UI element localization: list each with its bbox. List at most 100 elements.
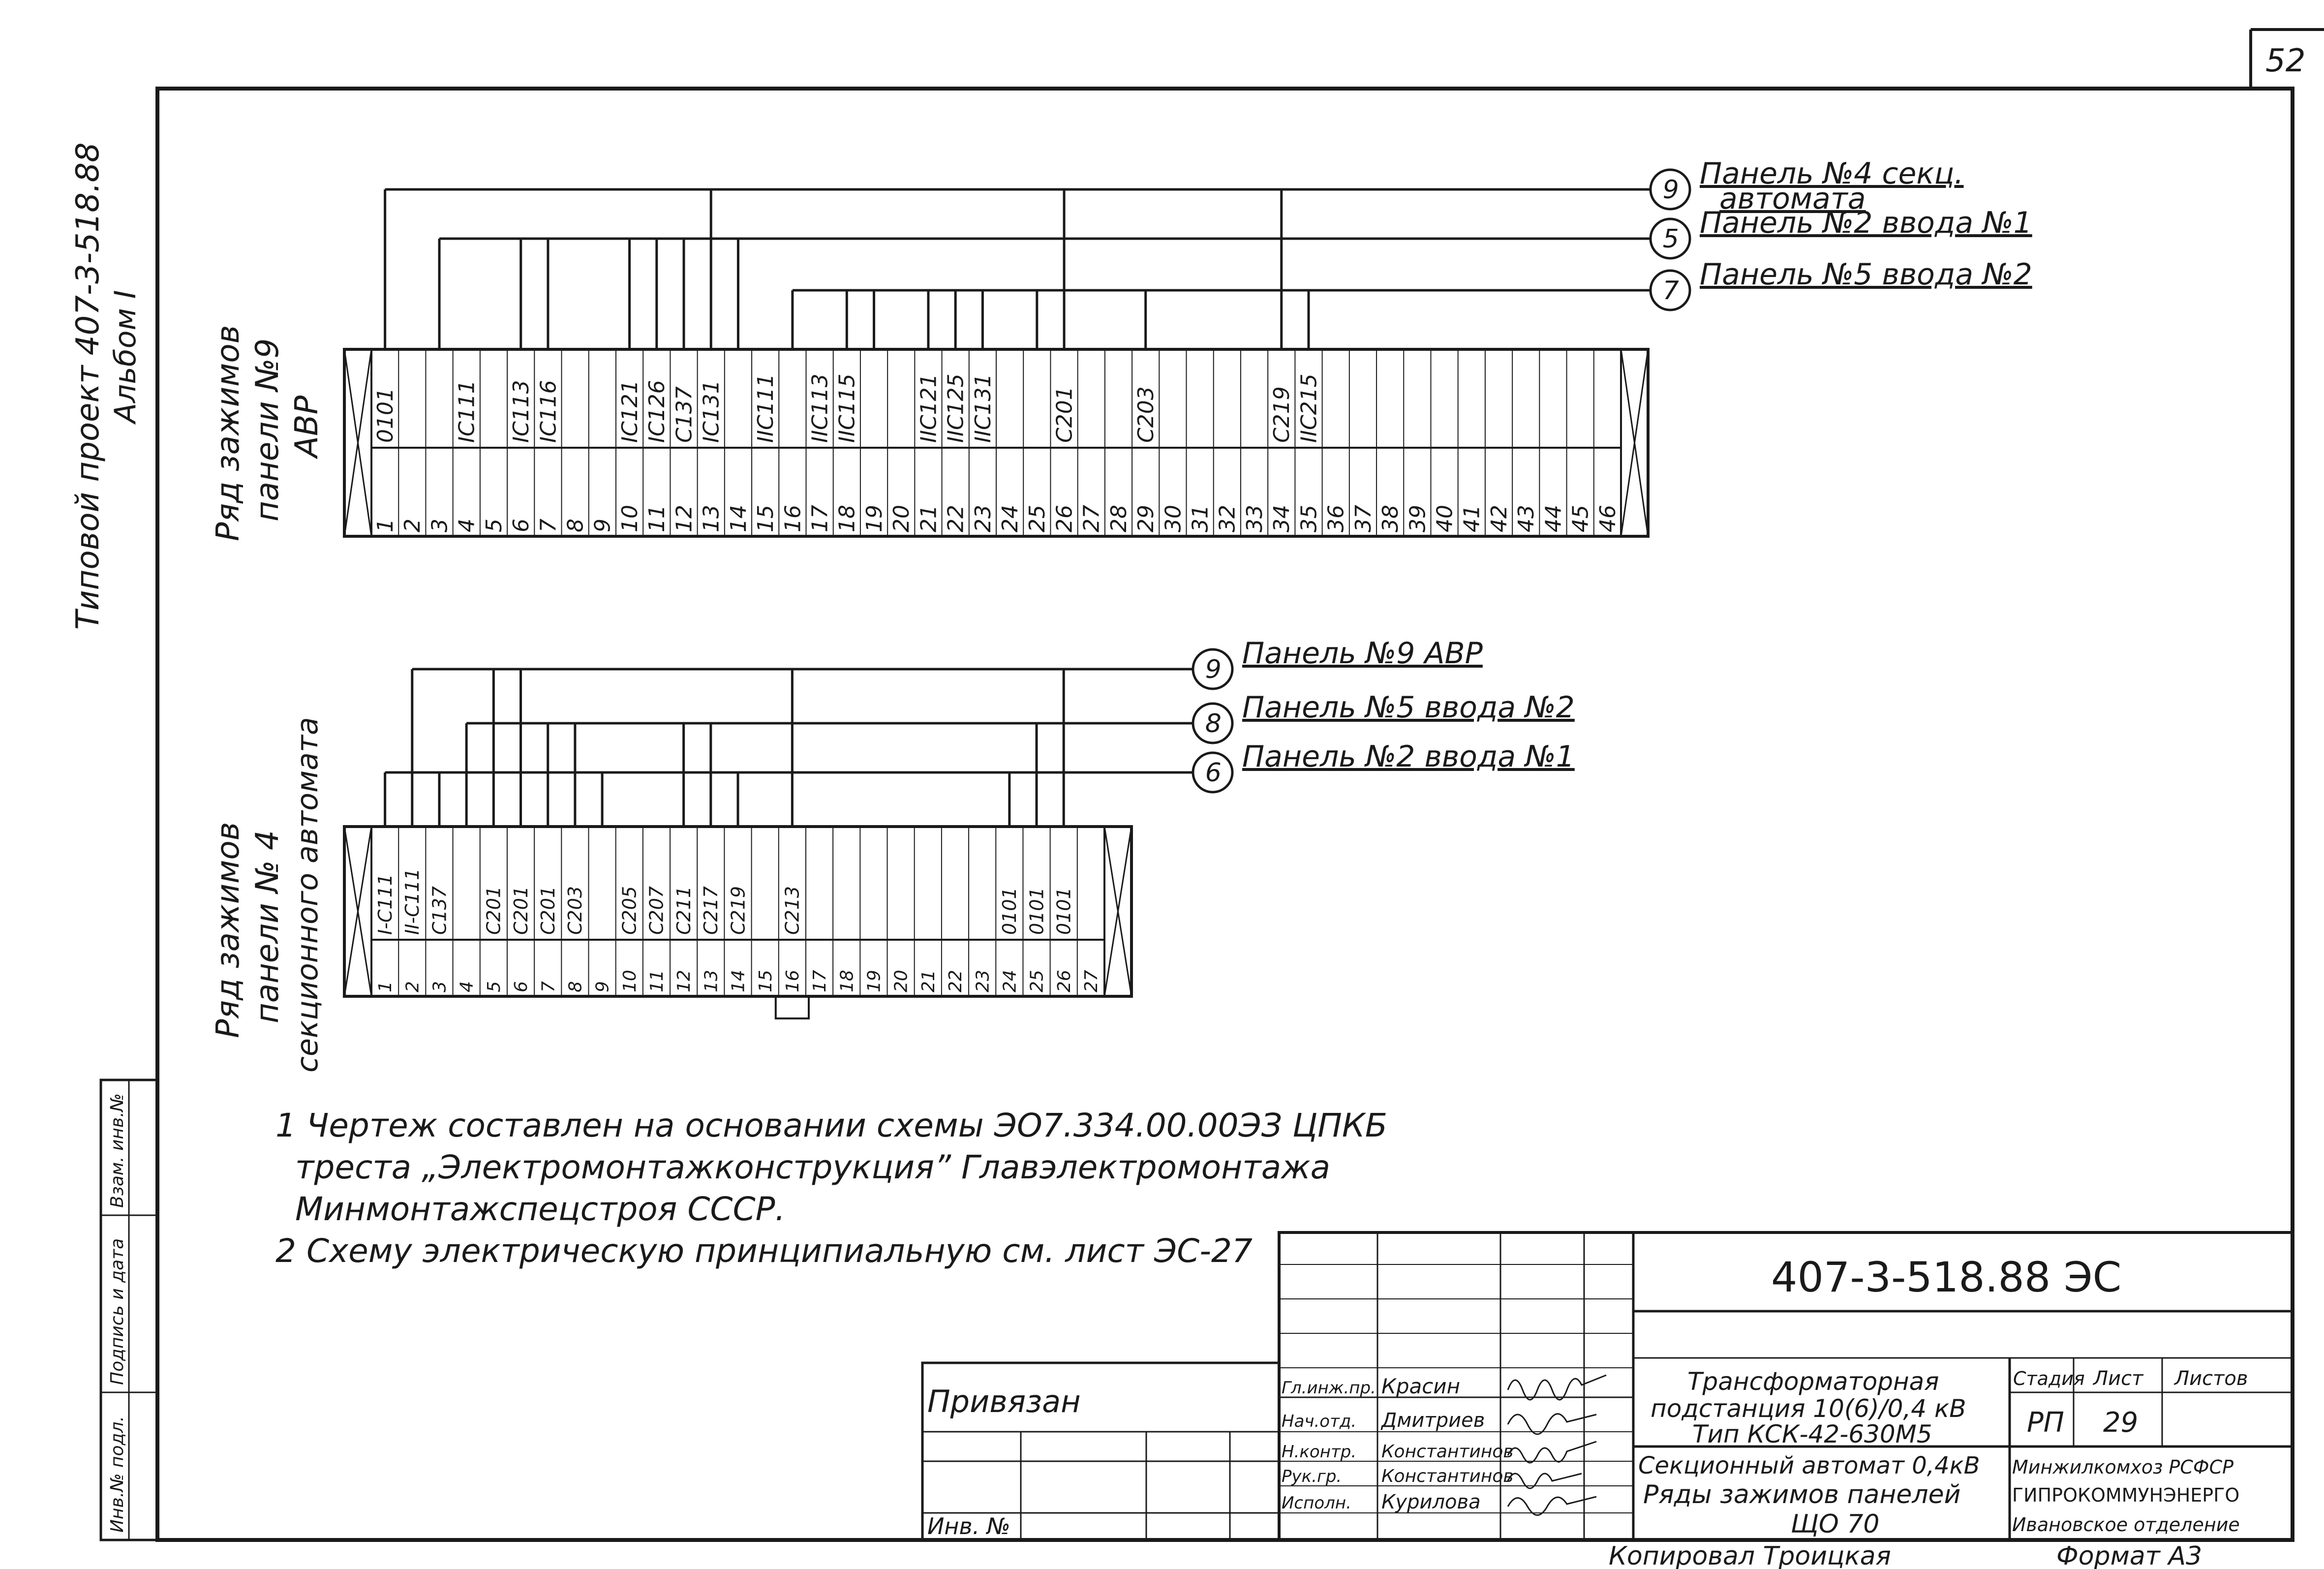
strip2-terminal-number: 8 bbox=[565, 981, 585, 992]
strip1-terminal-label: IIC115 bbox=[835, 373, 860, 443]
strip1-terminal-number: 6 bbox=[509, 519, 534, 532]
strip2-title-line2: панели № 4 bbox=[249, 830, 286, 1023]
strip1-terminal-number: 2 bbox=[400, 519, 425, 532]
sheet-line-3: ЩО 70 bbox=[1791, 1509, 1880, 1539]
strip1-terminal-number: 43 bbox=[1514, 505, 1539, 532]
strip1-terminal-number: 24 bbox=[998, 505, 1023, 532]
strip1-end-left-cross-b bbox=[343, 349, 372, 537]
strip1-terminal-number: 41 bbox=[1460, 505, 1485, 532]
strip1-terminal-label: IIC215 bbox=[1296, 373, 1321, 443]
role-2: Нач.отд. bbox=[1282, 1412, 1356, 1431]
strip1-terminal-number: 22 bbox=[944, 505, 969, 532]
role-4: Рук.гр. bbox=[1282, 1467, 1342, 1486]
strip1-terminal-label: IIC131 bbox=[971, 373, 996, 443]
strip2-terminal-number: 6 bbox=[511, 981, 531, 992]
strip2-cable-label: Панель №9 АВР bbox=[1242, 636, 1483, 671]
sheet-frame bbox=[155, 28, 2324, 1542]
strip1-terminal-number: 15 bbox=[753, 505, 778, 532]
strip2-terminal-label: C211 bbox=[673, 886, 695, 935]
strip1-title-line3: АВР bbox=[289, 395, 325, 460]
strip2-terminal-number: 20 bbox=[891, 970, 912, 992]
strip1-terminal-label: IC121 bbox=[617, 380, 642, 443]
strip2-cable-marker bbox=[1192, 702, 1234, 744]
strip2-terminal-label: C205 bbox=[619, 886, 641, 935]
strip1-terminal-number: 10 bbox=[617, 505, 642, 532]
name-2: Дмитриев bbox=[1380, 1409, 1485, 1432]
note-line-3: Минмонтажспецстроя СССР. bbox=[295, 1190, 785, 1228]
signatures bbox=[1507, 1374, 1607, 1516]
strip2-terminal-number: 10 bbox=[620, 970, 640, 992]
strip2-terminal-number: 25 bbox=[1027, 970, 1047, 992]
strip1-terminal-number: 14 bbox=[726, 505, 751, 532]
strip2-cable-label: Панель №5 ввода №2 bbox=[1242, 690, 1575, 725]
strip1-terminal-label: IIC113 bbox=[807, 373, 832, 443]
strip2-end-right-cross-b bbox=[1103, 826, 1132, 997]
org-line-2: ГИПРОКОММУНЭНЕРГО bbox=[2012, 1484, 2239, 1506]
strip1-terminal-number: 19 bbox=[862, 505, 887, 532]
strip-label-signature: Подпись и дата bbox=[107, 1238, 127, 1385]
strip2-jumper bbox=[774, 995, 810, 1019]
strip2-terminal-label: C207 bbox=[646, 886, 668, 935]
strip2-terminal-label: C137 bbox=[428, 886, 450, 935]
strip1-title-line2: панели №9 bbox=[249, 338, 286, 522]
strip1-terminal-number: 35 bbox=[1296, 505, 1321, 532]
name-1: Красин bbox=[1381, 1374, 1460, 1398]
strip-label-replace: Взам. инв.№ bbox=[107, 1093, 127, 1208]
strip1-terminal-number: 25 bbox=[1025, 505, 1050, 532]
strip2-terminal-number: 18 bbox=[837, 970, 857, 992]
strip1-terminal-number: 5 bbox=[482, 519, 507, 532]
project-line-2: подстанция 10(6)/0,4 кВ bbox=[1651, 1394, 1966, 1423]
strip2-terminal-number: 4 bbox=[457, 981, 477, 992]
strip2-terminal-number: 15 bbox=[756, 970, 776, 992]
strip1-title-line1: Ряд зажимов bbox=[210, 325, 246, 541]
strip1-terminal-number: 3 bbox=[427, 519, 452, 532]
strip1-terminal-label: IC111 bbox=[455, 380, 480, 443]
strip1-end-right-cross-b bbox=[1620, 349, 1649, 537]
strip1-terminal-label: C203 bbox=[1133, 386, 1159, 443]
strip1-cable-marker bbox=[1649, 269, 1691, 311]
privyazan-label: Привязан bbox=[927, 1384, 1081, 1419]
strip2-cable-marker-number: 9 bbox=[1205, 655, 1222, 684]
sheet-value: 29 bbox=[2103, 1407, 2138, 1439]
strip1-terminal-number: 28 bbox=[1106, 505, 1131, 532]
strip2-title-line3: секционного автомата bbox=[290, 717, 325, 1073]
sheet-line-1: Секционный автомат 0,4кВ bbox=[1638, 1452, 1980, 1479]
strip1-terminal-number: 30 bbox=[1161, 505, 1186, 532]
strip2-terminal-label: I-C111 bbox=[374, 874, 396, 935]
project-line-1: Трансформаторная bbox=[1687, 1367, 1939, 1396]
strip1-terminal-number: 39 bbox=[1405, 505, 1430, 532]
strip1-terminal-label: C137 bbox=[672, 386, 697, 443]
sheet-header: Лист bbox=[2092, 1367, 2144, 1390]
name-5: Курилова bbox=[1381, 1491, 1481, 1513]
org-line-3: Ивановское отделение bbox=[2012, 1514, 2240, 1536]
strip2-cable-marker-number: 6 bbox=[1205, 758, 1222, 788]
strip1-terminal-number: 1 bbox=[373, 519, 398, 532]
sheet-line-2: Ряды зажимов панелей bbox=[1643, 1480, 1960, 1509]
strip2-terminal-number: 9 bbox=[593, 981, 613, 992]
strip2-terminal-label: 0101 bbox=[999, 887, 1020, 935]
name-4: Константинов bbox=[1381, 1466, 1514, 1486]
strip1-terminal-label: IIC125 bbox=[944, 373, 969, 443]
strip2-cable-label: Панель №2 ввода №1 bbox=[1242, 739, 1575, 774]
inv-label: Инв. № bbox=[927, 1513, 1010, 1539]
strip2-terminal-label: C201 bbox=[510, 886, 532, 935]
strip1-terminal-label: IC131 bbox=[699, 380, 724, 443]
strip1-terminal-number: 44 bbox=[1541, 505, 1566, 532]
strip1-terminal-number: 26 bbox=[1052, 505, 1077, 532]
role-3: Н.контр. bbox=[1282, 1442, 1356, 1462]
project-line-3: Тип КСК-42-630М5 bbox=[1692, 1420, 1932, 1448]
strip1-terminal-number: 40 bbox=[1432, 505, 1457, 532]
strip2-terminal-number: 11 bbox=[647, 970, 667, 992]
strip1-cable-label: Панель №2 ввода №1 bbox=[1700, 206, 2032, 240]
strip1-terminal-number: 20 bbox=[889, 505, 914, 532]
strip1-terminal-label: C201 bbox=[1052, 386, 1077, 443]
strip2-terminal-number: 26 bbox=[1054, 970, 1074, 992]
strip2-terminal-number: 14 bbox=[729, 970, 749, 992]
strip2-cable-marker-number: 8 bbox=[1205, 709, 1222, 738]
strip1-terminal-label: IC116 bbox=[536, 380, 561, 443]
note-line-2: треста „Электромонтажконструкция” Главэл… bbox=[295, 1148, 1330, 1186]
role-5: Исполн. bbox=[1282, 1493, 1351, 1513]
strip2-terminal-number: 16 bbox=[783, 970, 803, 992]
strip1-cable-marker bbox=[1649, 168, 1691, 211]
